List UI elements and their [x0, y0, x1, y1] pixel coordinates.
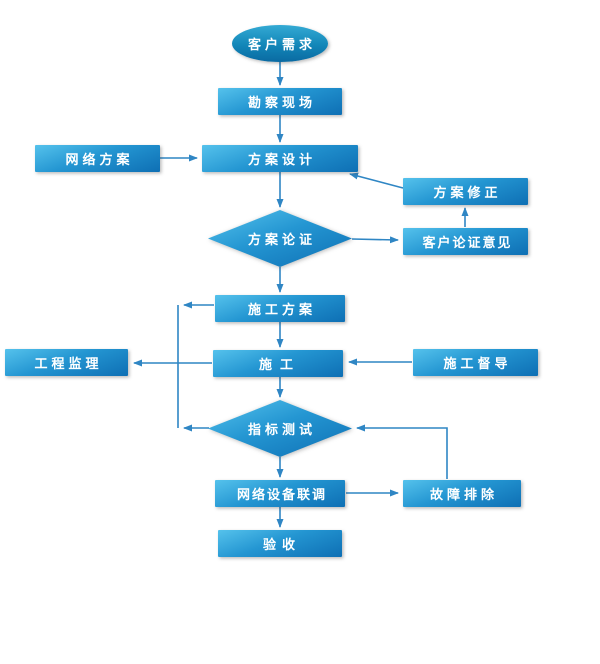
node-indicator-test-shape: 指标测试	[208, 400, 352, 457]
node-troubleshooting: 故障排除	[403, 480, 521, 507]
edge-schemereview-customeropinion	[351, 236, 399, 244]
node-scheme-review-shape: 方案论证	[208, 210, 352, 267]
node-construction-plan: 施工方案	[215, 295, 345, 322]
edge-schemerevision-schemedesign	[349, 172, 404, 189]
node-customer-opinion: 客户论证意见	[403, 228, 528, 255]
node-supervision: 工程监理	[5, 349, 128, 376]
node-indicator-test: 指标测试	[208, 400, 352, 457]
node-customer-need: 客户需求	[232, 25, 328, 62]
node-scheme-revision: 方案修正	[403, 178, 528, 205]
node-network-scheme: 网络方案	[35, 145, 160, 172]
node-scheme-design: 方案设计	[202, 145, 358, 172]
node-construction-guide: 施工督导	[413, 349, 538, 376]
edge-troubleshooting-indicatortest	[356, 424, 448, 479]
node-scheme-review: 方案论证	[208, 210, 352, 267]
node-joint-debugging: 网络设备联调	[215, 480, 345, 507]
node-acceptance: 验收	[218, 530, 342, 557]
node-survey-site: 勘察现场	[218, 88, 342, 115]
node-construction: 施工	[213, 350, 343, 377]
